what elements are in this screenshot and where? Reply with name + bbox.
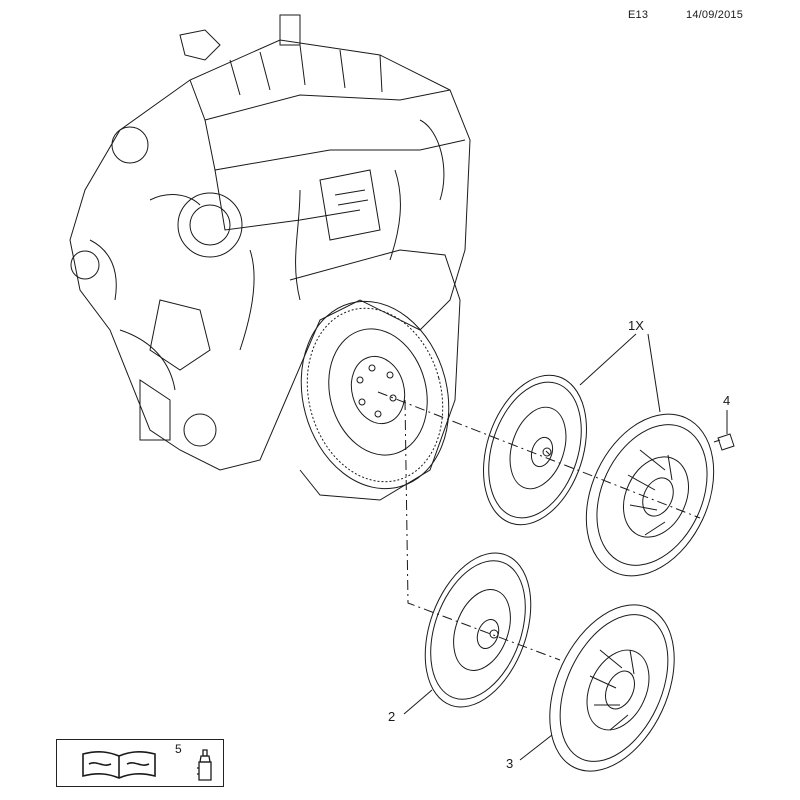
- diagram-code: E13: [628, 9, 649, 21]
- leader-lines: [403, 333, 728, 761]
- repair-manual-icon: [82, 751, 156, 779]
- grease-tube-icon: [197, 749, 212, 781]
- diagram-date: 14/09/2015: [686, 9, 744, 21]
- callout-kit: 1X: [628, 318, 644, 333]
- assembly-axis-lines: [377, 391, 701, 661]
- pressure-plate-upper-illustration: [585, 413, 715, 577]
- callout-bolt: 4: [723, 393, 731, 408]
- legend-item-number: 5: [175, 742, 182, 756]
- pressure-plate-lower-illustration: [549, 604, 675, 772]
- legend-box: 5: [56, 739, 224, 787]
- bolt-illustration: [713, 433, 735, 451]
- clutch-disc-upper-illustration: [483, 374, 587, 526]
- callout-clutch-disc: 2: [388, 709, 396, 724]
- engine-block-illustration: [69, 14, 471, 501]
- callout-pressure-plate: 3: [506, 756, 514, 771]
- flywheel-illustration: [300, 300, 450, 490]
